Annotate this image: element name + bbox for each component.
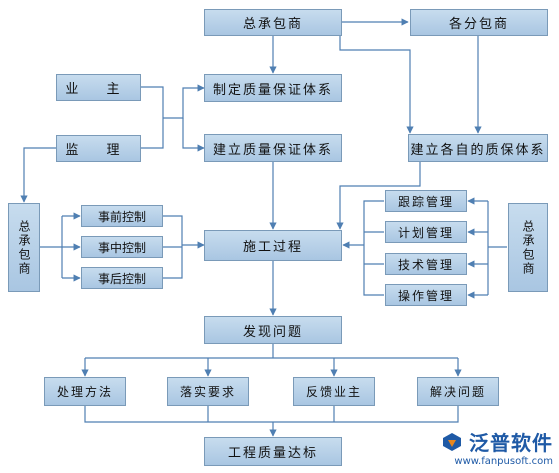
node-label: 反馈业主 (305, 385, 362, 399)
line-mgmt-bracket-left (363, 200, 384, 296)
line-collection (84, 406, 459, 423)
node-label: 建立各自的质保体系 (410, 142, 546, 158)
node-owner: 业 主 (56, 74, 141, 101)
node-label: 事前控制 (97, 209, 146, 224)
watermark-brand: 泛普软件 (439, 427, 553, 456)
node-technical-management: 技术管理 (385, 253, 467, 275)
node-solve-problems: 解决问题 (417, 377, 499, 406)
node-general-contractor-right: 总承包商 (508, 203, 548, 292)
node-find-problems: 发现问题 (204, 316, 342, 344)
brand-watermark: 泛普软件 www.fanpusoft.com (439, 427, 553, 467)
node-label: 事后控制 (97, 271, 146, 286)
node-general-contractor-top: 总承包商 (204, 9, 342, 36)
node-establish-qa-system: 建立质量保证体系 (204, 134, 342, 162)
node-label: 总承包商 (17, 219, 31, 276)
node-establish-own-qa-system: 建立各自的质保体系 (408, 134, 548, 162)
node-label: 制定质量保证体系 (212, 82, 333, 98)
node-label: 总承包商 (521, 219, 535, 276)
watermark-brand-name: 泛普软件 (469, 431, 553, 455)
node-label: 事中控制 (97, 240, 146, 255)
node-label: 落实要求 (179, 385, 236, 399)
arrow-merge-formulate (163, 84, 205, 119)
arrow-merge-establish (182, 118, 205, 152)
node-tracking-management: 跟踪管理 (385, 190, 467, 212)
node-label: 建立质量保证体系 (212, 142, 333, 158)
node-subcontractors: 各分包商 (410, 9, 548, 36)
arrow-gc-to-own-qa (339, 36, 414, 134)
line-owner (141, 86, 164, 149)
arrow-supervisor-to-gc-left (20, 147, 56, 203)
node-label: 解决问题 (429, 385, 486, 399)
node-label: 跟踪管理 (397, 194, 454, 209)
node-feedback-owner: 反馈业主 (293, 377, 375, 406)
node-label: 业 主 (65, 82, 132, 97)
node-label: 工程质量达标 (227, 446, 318, 461)
node-mid-control: 事中控制 (81, 236, 163, 258)
node-label: 处理方法 (56, 385, 113, 399)
node-label: 总承包商 (242, 17, 303, 32)
watermark-url: www.fanpusoft.com (454, 456, 553, 467)
fanpu-logo-icon (443, 432, 461, 451)
node-pre-control: 事前控制 (81, 205, 163, 227)
node-planning-management: 计划管理 (385, 221, 467, 243)
node-quality-target: 工程质量达标 (204, 437, 342, 466)
node-post-control: 事后控制 (81, 267, 163, 289)
arrow-own-qa-to-construction (336, 162, 421, 230)
node-supervisor: 监 理 (56, 135, 141, 162)
node-construction-process: 施工过程 (204, 230, 342, 261)
node-label: 计划管理 (397, 225, 454, 240)
node-handling-method: 处理方法 (44, 377, 126, 406)
node-label: 各分包商 (448, 17, 509, 32)
node-label: 发现问题 (242, 324, 303, 340)
node-label: 施工过程 (242, 240, 303, 255)
node-label: 操作管理 (397, 288, 454, 303)
node-operation-management: 操作管理 (385, 284, 467, 306)
node-general-contractor-left: 总承包商 (8, 203, 40, 292)
node-formulate-qa-system: 制定质量保证体系 (204, 74, 342, 102)
line-distribution (85, 344, 458, 359)
node-label: 技术管理 (397, 257, 454, 272)
node-implement-requirements: 落实要求 (167, 377, 249, 406)
node-label: 监 理 (65, 143, 132, 158)
